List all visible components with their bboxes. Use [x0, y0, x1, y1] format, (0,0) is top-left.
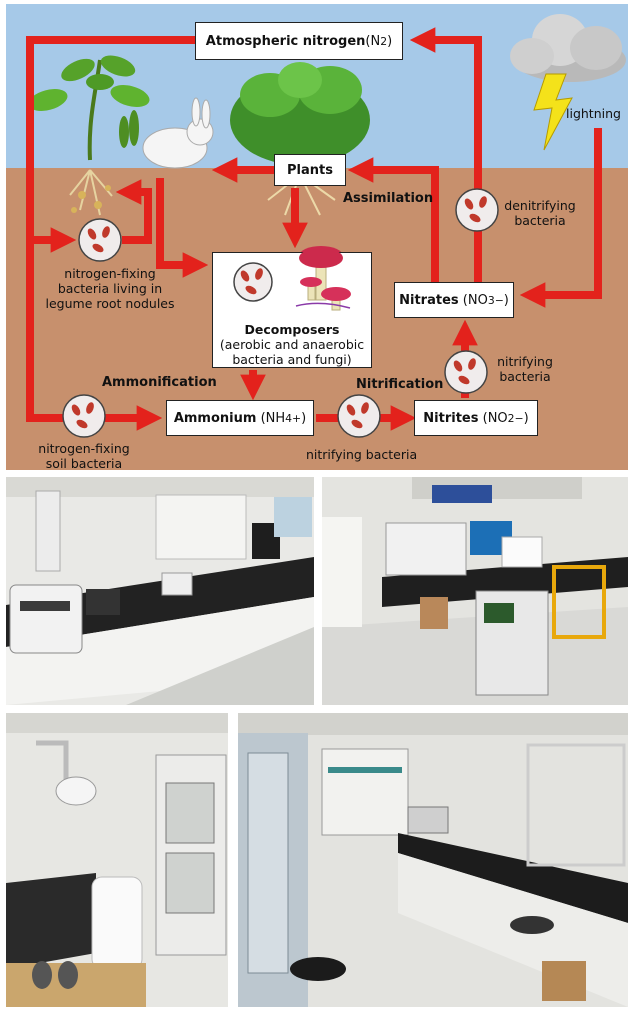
ammonium-sub: 4: [285, 411, 293, 425]
nitrification-label: Nitrification: [356, 377, 444, 392]
lightning-icon: [533, 73, 573, 151]
atmospheric-tail: ): [387, 33, 393, 49]
legume-line1: nitrogen-fixing: [64, 266, 156, 281]
ammonium-tail: ): [301, 410, 307, 426]
nitrates-sub: 3: [487, 293, 495, 307]
nitrifying-bottom-label: nitrifying bacteria: [306, 447, 418, 462]
nitrifying-line1: nitrifying: [497, 354, 553, 369]
lab-photo-2-image: [322, 477, 628, 705]
decomposer-illustration: [233, 252, 351, 311]
denitrifying-line1: denitrifying: [504, 198, 576, 213]
legume-bacteria-label: nitrogen-fixing bacteria living in legum…: [40, 266, 180, 311]
decomposers-title: Decomposers: [244, 322, 340, 337]
nitrites-sub: 2: [507, 411, 515, 425]
atmospheric-sub: 2: [380, 34, 388, 48]
lab-photo-4: [238, 713, 628, 1007]
plant-icon: [230, 62, 370, 216]
bacteria-nitrifying-icon: [444, 350, 488, 394]
legume-plant-icon: [28, 55, 150, 216]
rabbit-icon: [142, 97, 214, 169]
nitrites-formula: (NO: [482, 410, 508, 426]
decomposers-line1: (aerobic and anaerobic: [219, 337, 365, 352]
legume-line2: bacteria living in: [57, 281, 163, 296]
plants-title: Plants: [287, 162, 333, 178]
atmospheric-title: Atmospheric nitrogen: [205, 33, 366, 49]
nitrifying-line2: bacteria: [499, 369, 551, 384]
soil-bacteria-label: nitrogen-fixing soil bacteria: [24, 441, 144, 471]
nitrates-title: Nitrates: [399, 292, 459, 308]
denitrifying-label: denitrifying bacteria: [500, 198, 580, 228]
arrow-assimilation: [347, 157, 439, 282]
arrow-legume-to-plant: [115, 179, 152, 244]
lab-photo-3: [6, 713, 228, 1007]
arrow-rabbit-to-decomposers: [156, 178, 209, 278]
ammonium-title: Ammonium: [173, 410, 257, 426]
lab-photo-1-image: [6, 477, 314, 705]
assimilation-label: Assimilation: [343, 191, 434, 206]
plants-box: Plants: [274, 154, 346, 186]
ammonium-sup: +: [292, 411, 302, 425]
nitrates-sup: −: [494, 293, 504, 307]
soil-line2: soil bacteria: [45, 456, 123, 471]
bacteria-soil-icon: [62, 394, 106, 438]
soil-line1: nitrogen-fixing: [38, 441, 130, 456]
lab-photo-3-image: [6, 713, 228, 1007]
lab-photo-1: [6, 477, 314, 705]
legume-line3: legume root nodules: [45, 296, 175, 311]
arrow-lightning: [519, 128, 602, 308]
denitrifying-line2: bacteria: [514, 213, 566, 228]
nitrites-tail: ): [523, 410, 529, 426]
atmospheric-formula: (N: [365, 33, 381, 49]
cloud-icon: [510, 14, 626, 82]
diagram-canvas: [6, 4, 628, 470]
lab-photo-4-image: [238, 713, 628, 1007]
nitrites-title: Nitrites: [423, 410, 479, 426]
nitrifying-label: nitrifying bacteria: [488, 354, 562, 384]
nitrates-formula: (NO: [462, 292, 488, 308]
nitrites-sup: −: [514, 411, 524, 425]
decomposers-line2: bacteria and fungi): [232, 352, 352, 367]
bacteria-nitrifying-bottom-icon: [337, 394, 381, 438]
decomposers-label: Decomposers (aerobic and anaerobic bacte…: [212, 322, 372, 367]
bacteria-denitrifying-icon: [455, 188, 499, 232]
ammonium-formula: (NH: [260, 410, 286, 426]
lightning-label: lightning: [566, 106, 621, 121]
bacteria-legume-icon: [78, 218, 122, 262]
lab-photo-2: [322, 477, 628, 705]
ammonification-label: Ammonification: [102, 375, 217, 390]
nitrates-tail: ): [503, 292, 509, 308]
